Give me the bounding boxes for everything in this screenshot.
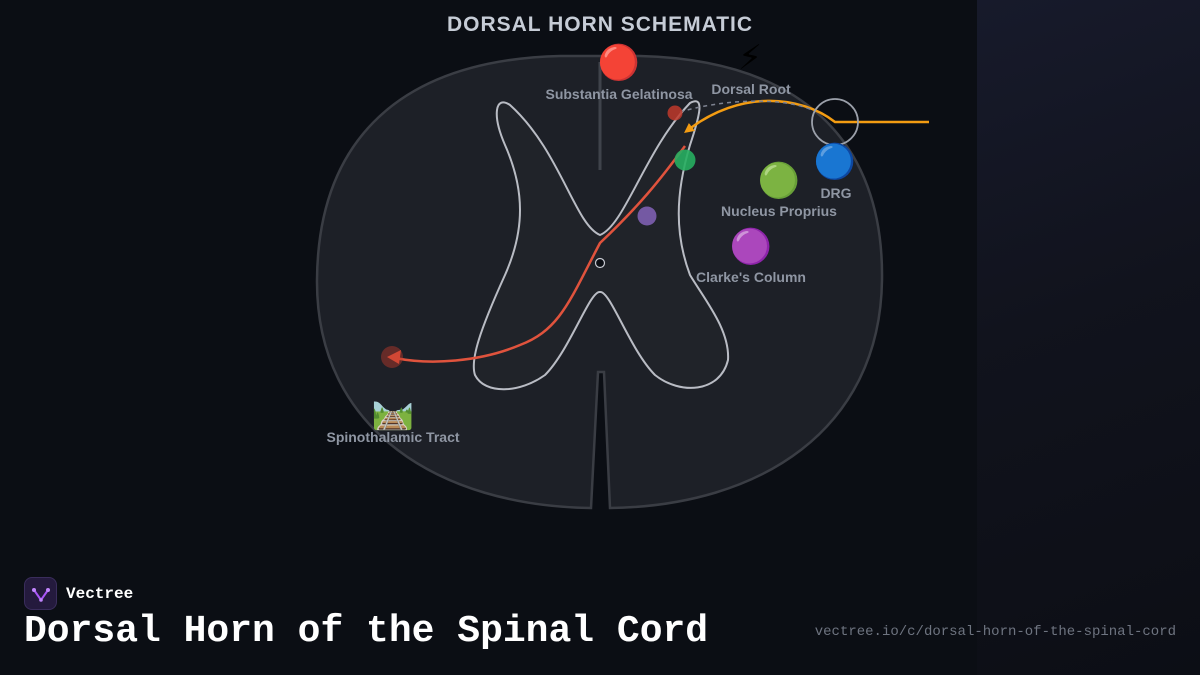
central-canal	[594, 257, 606, 269]
clarkes-column-marker	[637, 206, 657, 226]
railway-track-icon: 🛤️	[371, 392, 415, 432]
spinothalamic-tract-label: Spinothalamic Tract	[326, 429, 460, 445]
nucleus-proprius-icon: 🟢	[757, 161, 801, 201]
dorsal-root-fiber	[684, 99, 929, 134]
page-title: Dorsal Horn of the Spinal Cord	[24, 610, 709, 653]
spinothalamic-pathway	[394, 145, 687, 363]
lightning-icon: ⚡	[738, 38, 762, 78]
page-url[interactable]: vectree.io/c/dorsal-horn-of-the-spinal-c…	[814, 624, 1176, 640]
background-panel	[977, 0, 1200, 675]
vectree-logo-icon	[24, 577, 57, 610]
substantia-gelatinosa-marker	[667, 105, 683, 121]
substantia-gelatinosa-icon: 🔴	[597, 43, 641, 83]
brand[interactable]: Vectree	[24, 577, 133, 610]
clarkes-column-label: Clarke's Column	[696, 269, 806, 285]
drg-icon: 🔵	[813, 142, 857, 182]
dorsal-root-label: Dorsal Root	[711, 81, 791, 97]
clarkes-column-icon: 🟣	[729, 227, 773, 267]
nucleus-proprius-marker	[674, 149, 696, 171]
diagram-title: DORSAL HORN SCHEMATIC	[446, 13, 754, 36]
dorsal-root-entry-dashed	[679, 100, 813, 113]
nucleus-proprius-label: Nucleus Proprius	[721, 203, 837, 219]
spinothalamic-tract-marker	[381, 346, 403, 368]
drg-label: DRG	[820, 185, 852, 201]
substantia-gelatinosa-label: Substantia Gelatinosa	[545, 86, 693, 102]
spinothalamic-arrowhead	[387, 350, 401, 364]
drg-ganglion	[811, 98, 859, 146]
brand-name: Vectree	[66, 584, 134, 603]
